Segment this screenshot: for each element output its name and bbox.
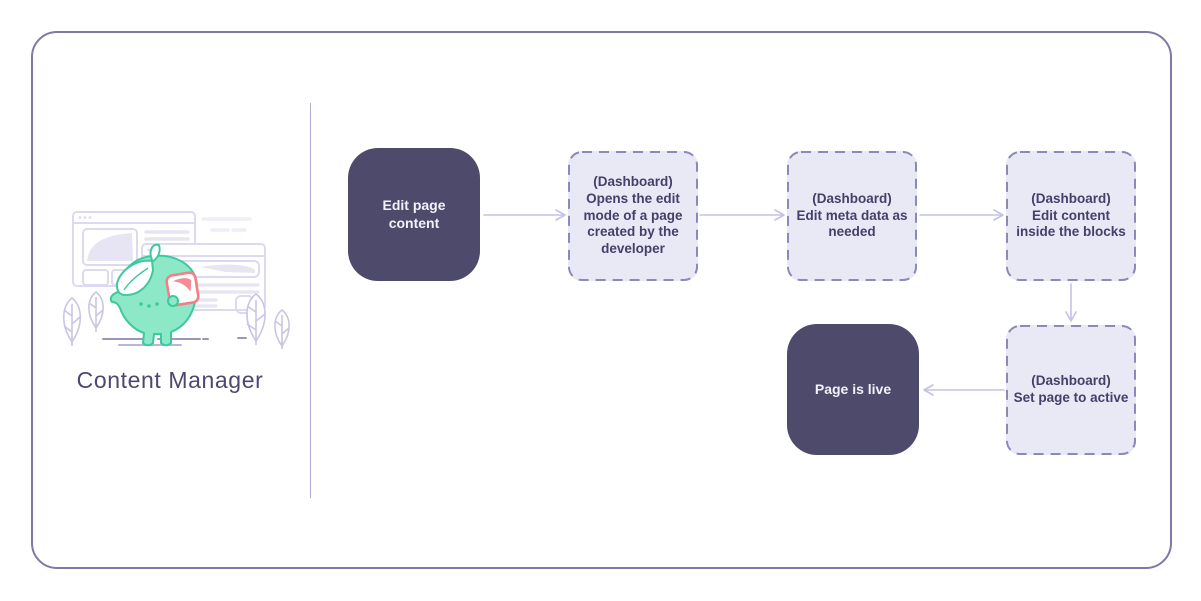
- flow-node-context: (Dashboard): [593, 174, 673, 190]
- plant-right-icon: [246, 293, 290, 349]
- ghost-text-lines: [201, 217, 252, 232]
- flow-node-context: (Dashboard): [812, 190, 892, 206]
- mascot-icon: [109, 243, 200, 347]
- flow-node-context: (Dashboard): [1031, 373, 1111, 389]
- sidebar-title: Content Manager: [76, 367, 264, 393]
- flow-node-label: Opens the edit mode of a page created by…: [583, 190, 683, 257]
- flow-node-label: Edit meta data as needed: [796, 207, 908, 240]
- flow-node-edit-meta-data: (Dashboard) Edit meta data as needed: [787, 151, 917, 281]
- flow-node-edit-page-content: Edit page content: [348, 148, 480, 281]
- vertical-divider: [310, 103, 311, 498]
- mascot-head-leaf: [149, 243, 161, 263]
- flow-node-edit-content-blocks: (Dashboard) Edit content inside the bloc…: [1006, 151, 1136, 281]
- flow-node-label: Page is live: [814, 380, 892, 397]
- mascot-face-dots: [139, 302, 159, 308]
- flow-node-open-edit-mode: (Dashboard) Opens the edit mode of a pag…: [568, 151, 698, 281]
- flow-node-set-page-active: (Dashboard) Set page to active: [1006, 325, 1136, 455]
- ground-lines: [102, 337, 247, 346]
- flow-node-label: Edit content inside the blocks: [1016, 207, 1126, 240]
- plant-left-icon: [62, 290, 104, 346]
- content-manager-illustration: [62, 211, 290, 349]
- flow-node-label: Set page to active: [1013, 390, 1129, 405]
- flow-node-page-is-live: Page is live: [787, 324, 919, 455]
- flow-node-context: (Dashboard): [1031, 190, 1111, 206]
- flow-node-label: Edit page content: [382, 197, 446, 231]
- mascot-hand: [167, 295, 179, 307]
